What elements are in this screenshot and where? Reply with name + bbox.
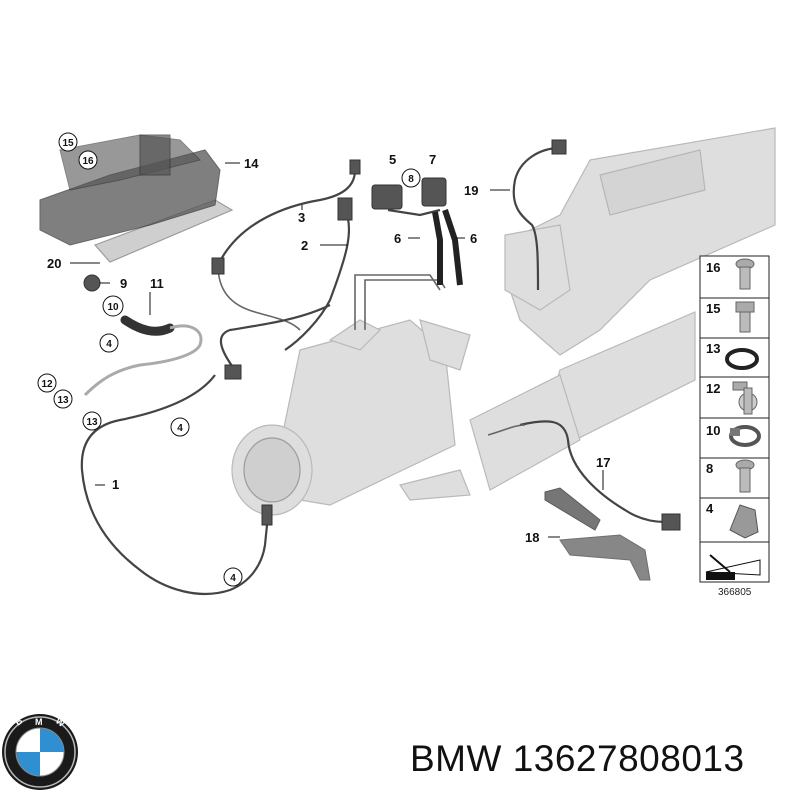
legend-item-13: 13 bbox=[706, 341, 720, 356]
exhaust-clamp bbox=[399, 469, 471, 501]
callout-15: 15 bbox=[62, 138, 74, 149]
sensor-head-upper bbox=[224, 364, 242, 380]
callout-6-left: 6 bbox=[394, 231, 401, 246]
callout-4-lower: 4 bbox=[230, 573, 236, 584]
sensor-wire-3b bbox=[284, 209, 351, 351]
svg-text:M: M bbox=[35, 717, 43, 727]
sensor-wire-1 bbox=[80, 374, 270, 596]
callout-12: 12 bbox=[41, 379, 53, 390]
screw-8-icon bbox=[735, 459, 755, 493]
callout-2: 2 bbox=[301, 238, 308, 253]
callout-17: 17 bbox=[596, 455, 610, 470]
bmw-logo: B M W bbox=[2, 714, 78, 790]
legend-item-10: 10 bbox=[706, 423, 720, 438]
banjo-bolt-12-icon bbox=[732, 381, 758, 415]
bracket-18 bbox=[544, 487, 651, 581]
part-number-caption: BMW 13627808013 bbox=[410, 738, 745, 779]
sensor-wire-upper bbox=[219, 304, 331, 371]
legend-item-16: 16 bbox=[706, 260, 720, 275]
callout-8: 8 bbox=[408, 174, 414, 185]
legend-item-15: 15 bbox=[706, 301, 720, 316]
connector-17 bbox=[661, 513, 681, 531]
sensor-wire-17 bbox=[519, 420, 666, 524]
hose-11 bbox=[83, 274, 203, 397]
sensor-9 bbox=[83, 274, 101, 292]
callout-7: 7 bbox=[429, 152, 436, 167]
direction-arrow-icon bbox=[705, 554, 761, 580]
callout-3: 3 bbox=[298, 210, 305, 225]
sensor-wire-3 bbox=[217, 169, 357, 266]
sensor-wire-2 bbox=[354, 274, 441, 330]
connector-3-top bbox=[349, 159, 361, 175]
exhaust-pipe bbox=[469, 311, 696, 491]
callout-13-lower: 13 bbox=[86, 417, 98, 428]
legend-item-12: 12 bbox=[706, 381, 720, 396]
callout-19: 19 bbox=[464, 183, 478, 198]
catalytic-converter bbox=[231, 319, 471, 516]
legend-item-8: 8 bbox=[706, 461, 713, 476]
callout-1: 1 bbox=[112, 477, 119, 492]
connector-3 bbox=[337, 197, 353, 221]
diagram-ref-number: 366805 bbox=[718, 587, 752, 598]
callout-4-middle: 4 bbox=[177, 423, 183, 434]
callout-5: 5 bbox=[389, 152, 396, 167]
hose-clamp-10-icon bbox=[729, 425, 761, 447]
callout-10: 10 bbox=[107, 302, 119, 313]
callout-14: 14 bbox=[244, 156, 259, 171]
callout-16: 16 bbox=[82, 156, 94, 167]
circled-callouts: 15 16 8 10 4 12 13 13 4 4 bbox=[37, 132, 421, 587]
parts-legend: 16 15 13 12 10 8 4 bbox=[699, 255, 770, 598]
bolt-15-icon bbox=[735, 301, 755, 333]
callout-18: 18 bbox=[525, 530, 539, 545]
screw-16-icon bbox=[735, 258, 755, 290]
pressure-sensor-assembly bbox=[371, 177, 463, 286]
legend-item-4: 4 bbox=[706, 501, 714, 516]
callout-9: 9 bbox=[120, 276, 127, 291]
callout-11: 11 bbox=[150, 276, 164, 291]
sensor-wire-19 bbox=[512, 146, 561, 291]
callout-20: 20 bbox=[47, 256, 61, 271]
callout-6-right: 6 bbox=[470, 231, 477, 246]
control-unit-assembly bbox=[39, 134, 234, 263]
callout-13-upper: 13 bbox=[57, 395, 69, 406]
svg-text:B: B bbox=[13, 715, 25, 727]
seal-ring-13-icon bbox=[725, 348, 759, 370]
callout-4-upper: 4 bbox=[106, 339, 112, 350]
connector-19 bbox=[551, 139, 567, 155]
sensor-2-head bbox=[211, 257, 225, 275]
clip-4-icon bbox=[729, 504, 759, 539]
sensor-1-head bbox=[261, 504, 273, 526]
leader-lines bbox=[70, 162, 604, 538]
